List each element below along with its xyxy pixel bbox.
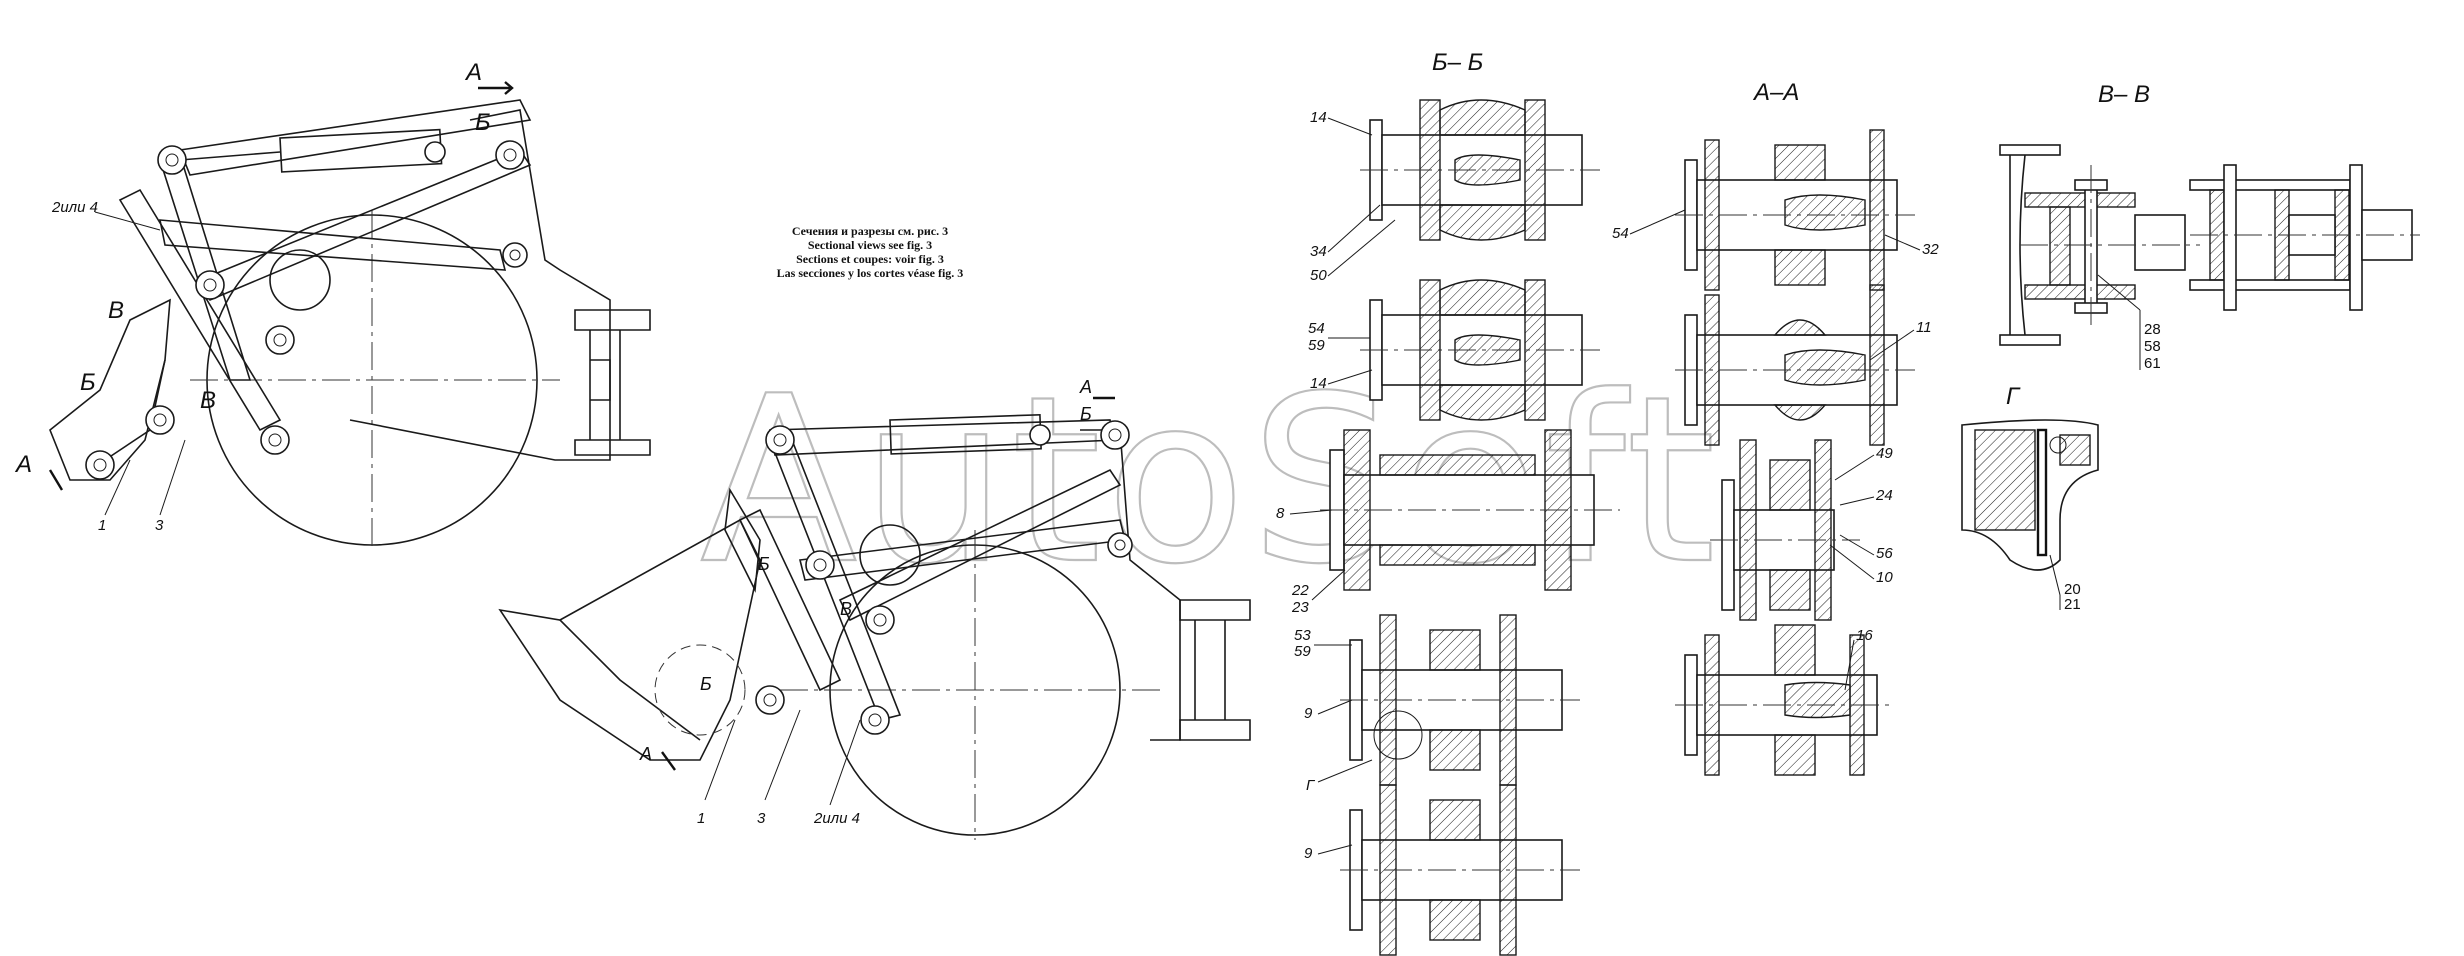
loader-view-1: А Б В Б В А 2или 4 1 3 [14,59,651,550]
svg-text:53: 53 [1294,627,1311,644]
detail-g: Г 20 21 [1961,383,2099,613]
svg-text:Сечения и разрезы см. рис. 3: Сечения и разрезы см. рис. 3 [792,224,948,238]
section-aa: А–А [1612,79,1939,776]
svg-text:50: 50 [1310,267,1327,284]
svg-text:22: 22 [1291,582,1309,599]
section-mark-a2: А [14,451,32,478]
svg-text:58: 58 [2144,338,2161,355]
svg-text:14: 14 [1310,109,1327,126]
part-label: 3 [155,517,164,534]
section-mark-v: В [840,599,852,619]
section-mark-v: В [108,297,124,324]
svg-text:Sectional views see fig. 3: Sectional views see fig. 3 [808,238,932,252]
section-title-vv: В– В [2098,81,2150,108]
part-label: 2или 4 [813,810,860,827]
svg-text:8: 8 [1276,505,1285,522]
svg-text:56: 56 [1876,545,1893,562]
section-title-aa: А–А [1752,79,1799,106]
svg-text:28: 28 [2144,321,2161,338]
section-mark-b3: Б [700,674,712,694]
svg-text:59: 59 [1308,337,1325,354]
svg-text:11: 11 [1916,319,1932,336]
svg-text:20: 20 [2064,581,2081,598]
svg-text:49: 49 [1876,445,1893,462]
svg-text:Г: Г [1306,777,1316,794]
section-vv: В– В 28 [1999,81,2420,372]
section-mark-b2: Б [80,369,96,396]
part-label: 3 [757,810,766,827]
svg-text:Sections et coupes: voir fig.: Sections et coupes: voir fig. 3 [796,252,944,266]
svg-text:10: 10 [1876,569,1893,586]
svg-text:9: 9 [1304,845,1313,862]
section-mark-v2: В [200,387,216,414]
svg-text:14: 14 [1310,375,1327,392]
section-note: Сечения и разрезы см. рис. 3 Sectional v… [777,224,964,280]
section-mark-a2: А [639,744,652,764]
part-label: 1 [98,517,106,534]
svg-text:54: 54 [1308,320,1325,337]
section-title-g: Г [2006,383,2021,410]
svg-text:23: 23 [1291,599,1309,616]
section-mark-b: Б [475,109,491,136]
svg-text:24: 24 [1875,487,1893,504]
svg-text:59: 59 [1294,643,1311,660]
section-mark-a: А [1079,377,1092,397]
svg-text:Las secciones y los cortes véa: Las secciones y los cortes véase fig. 3 [777,266,964,280]
section-title-bb: Б– Б [1432,49,1483,76]
section-mark-b: Б [1080,404,1092,424]
part-label: 1 [697,810,705,827]
section-mark-b2: Б [758,554,770,574]
svg-text:61: 61 [2144,355,2161,372]
svg-text:21: 21 [2064,596,2081,613]
svg-text:32: 32 [1922,241,1939,258]
svg-text:54: 54 [1612,225,1629,242]
part-label: 2или 4 [51,199,98,216]
section-mark-a: А [464,59,482,86]
section-bb: Б– Б [1276,49,1620,956]
svg-text:9: 9 [1304,705,1313,722]
svg-text:16: 16 [1856,627,1873,644]
svg-text:34: 34 [1310,243,1327,260]
loader-view-2: А Б Б В Б А 1 3 2или 4 [498,377,1251,840]
